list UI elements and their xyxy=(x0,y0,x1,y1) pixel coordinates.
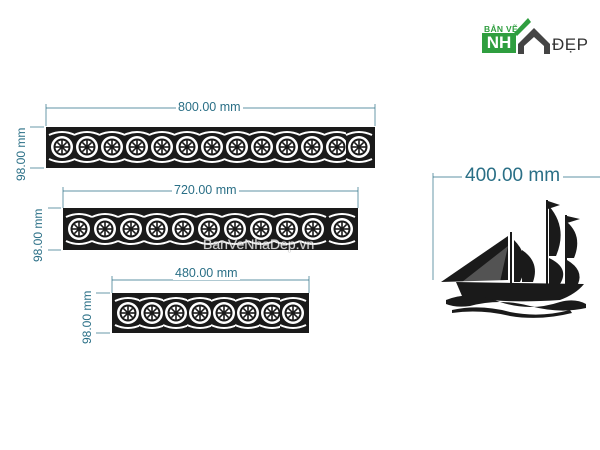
panel-1-width-label: 800.00 mm xyxy=(176,100,243,114)
logo-dep-text: ĐẸP xyxy=(552,35,589,54)
decorative-panel-480 xyxy=(112,293,309,333)
logo-house-icon xyxy=(514,18,550,54)
watermark-text: BanVeNhaDep.vn xyxy=(203,236,315,252)
dimension-line-panel-3-width xyxy=(111,276,310,293)
sailing-ship-icon xyxy=(441,200,586,318)
dimension-line-panel-1-height xyxy=(30,126,44,169)
panel-2-height-label: 98.00 mm xyxy=(31,208,45,262)
decorative-panel-800 xyxy=(46,127,375,168)
ship-width-label: 400.00 mm xyxy=(462,165,564,187)
panel-1-height-label: 98.00 mm xyxy=(14,127,28,181)
dimension-line-panel-2-height xyxy=(48,207,61,251)
panel-3-width-label: 480.00 mm xyxy=(173,266,240,280)
panel-2-width-label: 720.00 mm xyxy=(172,183,239,197)
decorative-panel-720 xyxy=(63,208,358,250)
logo-nh-block: NH xyxy=(482,33,516,53)
dimension-line-panel-3-height xyxy=(96,292,110,334)
logo-text-line1: BẢN VẼ xyxy=(484,24,518,34)
panel-3-height-label: 98.00 mm xyxy=(80,290,94,344)
